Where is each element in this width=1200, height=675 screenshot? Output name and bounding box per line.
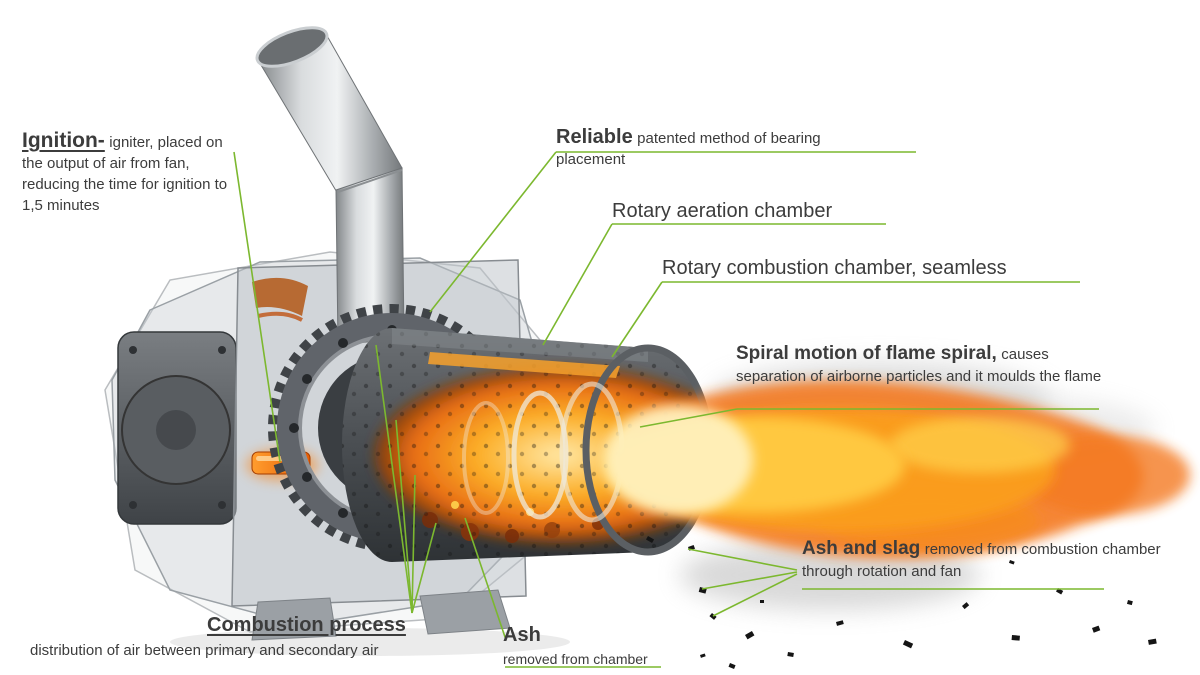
label-aeration: Rotary aeration chamber bbox=[612, 198, 832, 224]
label-ash-body: removed from chamber bbox=[503, 651, 648, 667]
label-ash-title: Ash bbox=[503, 624, 541, 646]
chimney-pipe bbox=[255, 26, 405, 346]
label-ignition: Ignition- igniter, placed on the output … bbox=[22, 127, 236, 217]
fan-motor bbox=[117, 331, 237, 525]
label-aeration-title: Rotary aeration chamber bbox=[612, 200, 833, 222]
leader-lines bbox=[233, 151, 1104, 668]
mount-brackets bbox=[251, 589, 511, 641]
label-ash-slag-title: Ash and slag bbox=[802, 538, 921, 559]
label-spiral-body: causes separation of airborne particles … bbox=[736, 346, 1102, 385]
flame bbox=[603, 380, 1190, 559]
label-reliable-title: Reliable bbox=[556, 126, 633, 148]
copper-coil bbox=[252, 277, 308, 322]
label-ash-slag: Ash and slag removed from combustion cha… bbox=[802, 537, 1162, 582]
label-ash-slag-body: removed from combustion chamber through … bbox=[802, 541, 1161, 580]
label-ignition-title: Ignition- bbox=[22, 129, 105, 152]
label-combustion-process-title: Combustion process bbox=[207, 614, 406, 636]
label-spiral: Spiral motion of flame spiral, causes se… bbox=[736, 342, 1108, 387]
label-ash: Ash removed from chamber bbox=[503, 622, 648, 668]
label-combustion-chamber: Rotary combustion chamber, seamless bbox=[662, 255, 1007, 281]
label-combustion-process: Combustion process bbox=[207, 612, 406, 638]
label-combustion-chamber-title: Rotary combustion chamber, seamless bbox=[662, 257, 1007, 279]
label-spiral-title: Spiral motion of flame spiral, bbox=[736, 343, 997, 364]
label-ignition-body: igniter, placed on the output of air fro… bbox=[22, 134, 228, 214]
label-reliable: Reliable patented method of bearing plac… bbox=[556, 124, 890, 171]
label-reliable-body: patented method of bearing placement bbox=[556, 130, 821, 168]
label-combustion-process-body: distribution of air between primary and … bbox=[30, 641, 379, 662]
label-combustion-process-body-text: distribution of air between primary and … bbox=[30, 642, 379, 659]
